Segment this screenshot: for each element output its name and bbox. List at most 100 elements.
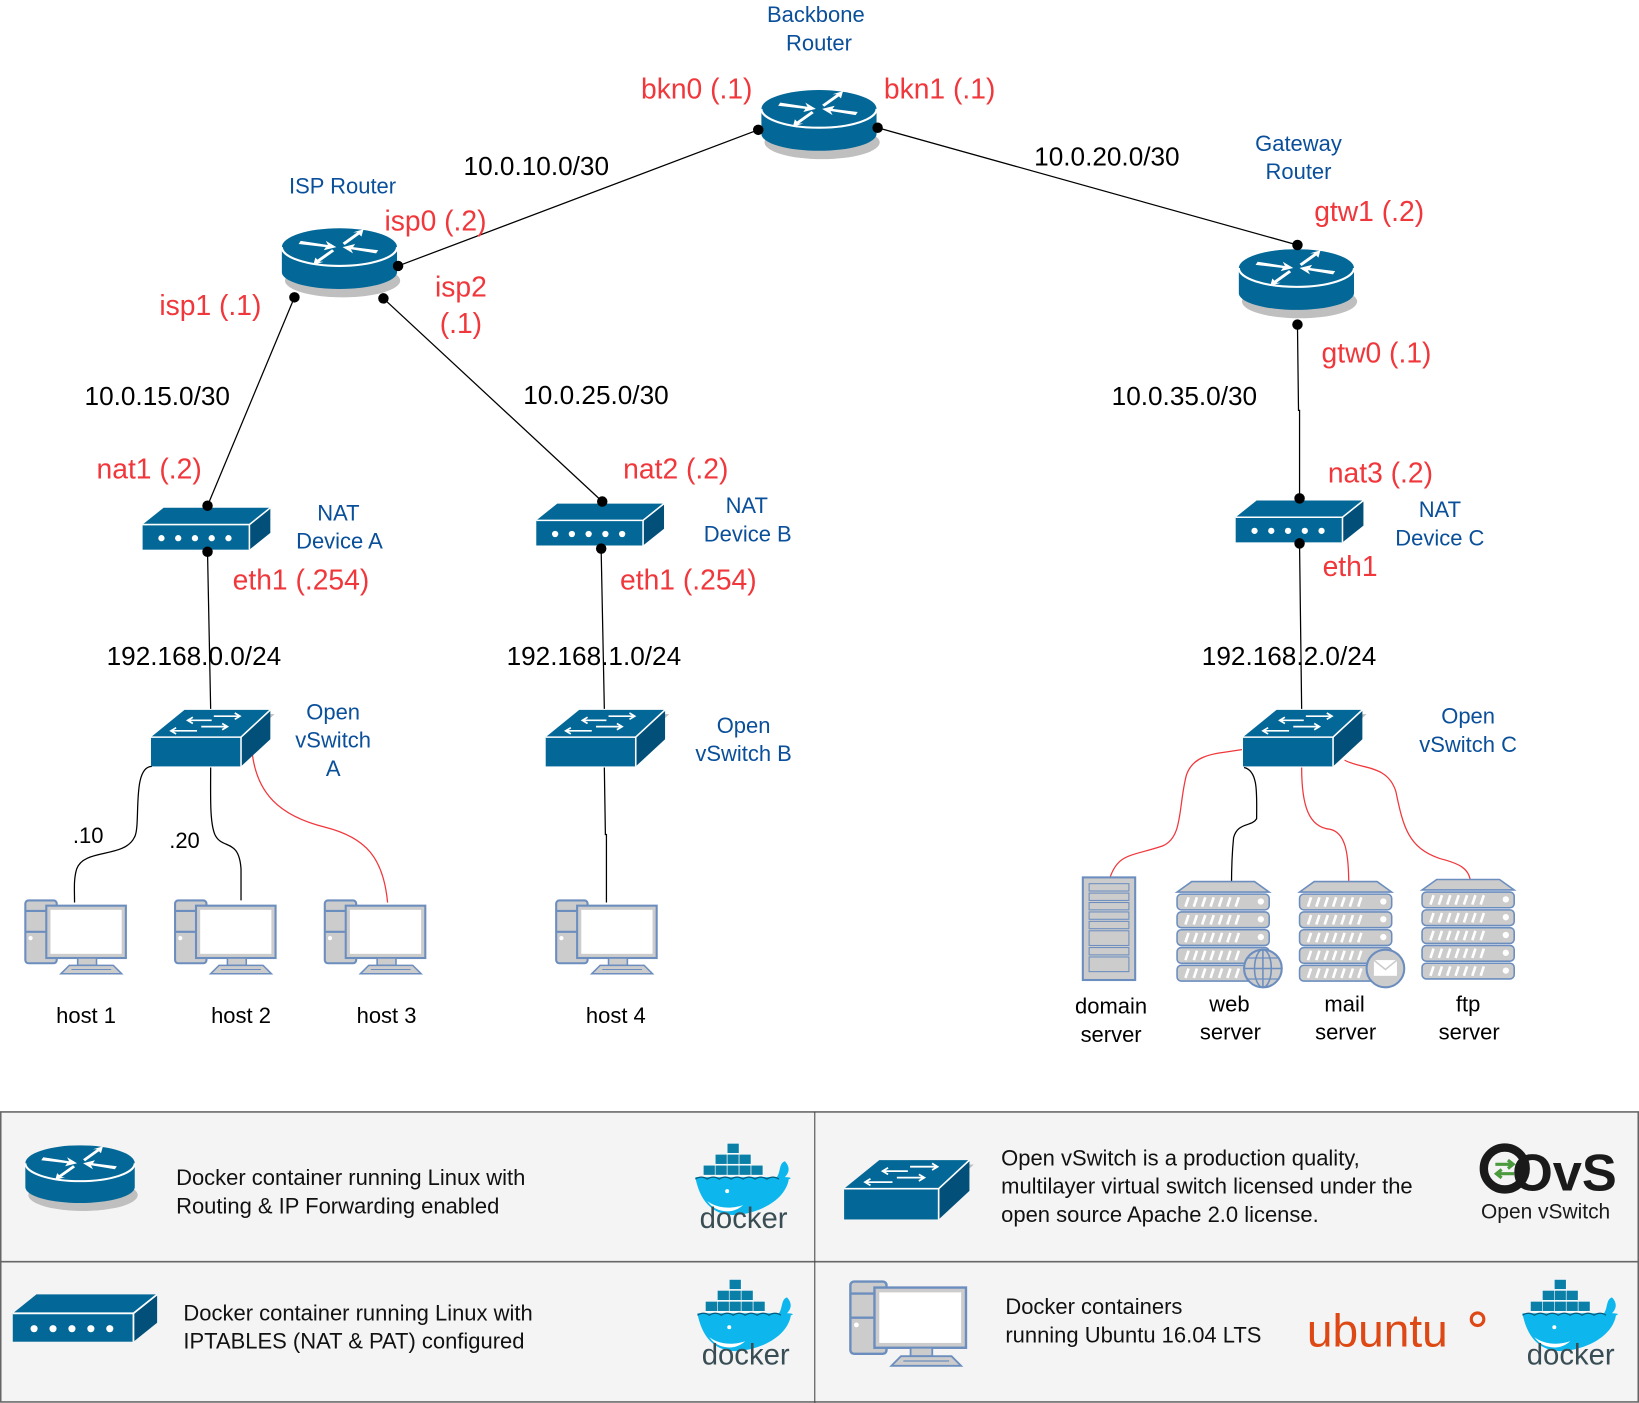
router-icon (760, 88, 881, 161)
iface-gtw0: gtw0 (.1) (1322, 336, 1432, 368)
net-192-168-2-0: 192.168.2.0/24 (1202, 641, 1377, 671)
mail-server-label-2: server (1315, 1020, 1376, 1045)
net-10-0-20-0: 10.0.20.0/30 (1034, 141, 1179, 171)
open-vswitch-a[interactable] (150, 709, 276, 768)
host-4-label: host 4 (586, 1003, 646, 1028)
docker-logo: docker (1521, 1278, 1619, 1371)
iface-nat-b-eth1: eth1 (.254) (620, 563, 757, 595)
isp-router-label: ISP Router (289, 174, 396, 199)
mail-server[interactable] (1298, 880, 1406, 989)
gateway-router[interactable] (1237, 248, 1359, 320)
open-vswitch-b[interactable] (544, 709, 671, 768)
router-icon (24, 1144, 139, 1212)
ovs-logo: OvS Open vSwitch (1479, 1143, 1617, 1224)
nat-device-icon (11, 1293, 159, 1343)
backbone-router-label-1: Backbone (767, 2, 865, 27)
host-2-label: host 2 (211, 1003, 271, 1028)
host-3[interactable] (323, 899, 427, 975)
net-192-168-0-0: 192.168.0.0/24 (107, 641, 282, 671)
ftp-server[interactable] (1420, 878, 1516, 981)
host-3-label: host 3 (357, 1003, 417, 1028)
open-vswitch-c[interactable] (1242, 709, 1368, 768)
legend-router: Docker container running Linux with Rout… (24, 1142, 792, 1235)
gateway-router-label-1: Gateway (1255, 131, 1342, 156)
backbone-router-label-2: Router (786, 30, 852, 55)
gateway-router-label-2: Router (1266, 159, 1332, 184)
tower-server-icon (1081, 876, 1137, 982)
domain-server[interactable] (1081, 876, 1137, 982)
nat-a-label-1: NAT (317, 500, 359, 525)
host-2[interactable] (174, 899, 277, 975)
switch-icon (150, 709, 276, 768)
legend-nat-text-2: IPTABLES (NAT & PAT) configured (183, 1329, 524, 1354)
isp-router[interactable] (280, 227, 402, 299)
legend-router-text-2: Routing & IP Forwarding enabled (176, 1193, 499, 1218)
router-icon (280, 227, 402, 299)
docker-logo: docker (694, 1142, 792, 1235)
link-ovs-a-host2 (209, 767, 242, 901)
svg-text:docker: docker (700, 1202, 788, 1235)
link-ovs-b-host4 (603, 767, 608, 903)
links (73, 127, 1471, 903)
pc-icon (555, 899, 658, 975)
ovs-b-label-2: vSwitch B (695, 741, 791, 766)
nat-b-label-2: Device B (704, 521, 792, 546)
svg-text:OvS: OvS (1512, 1144, 1617, 1202)
svg-text:docker: docker (702, 1338, 790, 1371)
host-1[interactable] (24, 899, 127, 975)
ovs-a-label-2: vSwitch (295, 728, 371, 753)
ftp-server-label-2: server (1439, 1020, 1500, 1045)
iface-nat1: nat1 (.2) (97, 452, 202, 484)
ovs-b-label-1: Open (717, 713, 771, 738)
legend-host: Docker containers running Ubuntu 16.04 L… (849, 1278, 1619, 1371)
nat-device-b[interactable] (535, 502, 665, 547)
pc-icon (323, 899, 427, 975)
iface-isp2-1: isp2 (435, 270, 487, 302)
host1-address: .10 (73, 823, 104, 848)
host-1-label: host 1 (56, 1003, 116, 1028)
svg-text:ubuntu: ubuntu (1307, 1304, 1448, 1356)
legend-ovs: Open vSwitch is a production quality, mu… (843, 1143, 1617, 1227)
domain-server-label-1: domain (1075, 994, 1147, 1019)
web-server[interactable] (1175, 880, 1283, 989)
link-ovs-c-mail (1301, 767, 1350, 886)
nat-device-icon (535, 502, 665, 547)
legend-nat-text-1: Docker container running Linux with (183, 1300, 532, 1325)
nat-device-icon (141, 507, 272, 551)
link-ovs-c-ftp (1344, 759, 1471, 880)
link-ovs-c-domain (1109, 749, 1243, 878)
switch-icon (1242, 709, 1368, 768)
link-isp-nat-a (206, 297, 296, 506)
link-gateway-nat-c (1296, 324, 1301, 499)
net-192-168-1-0: 192.168.1.0/24 (507, 641, 682, 671)
nat-device-c[interactable] (1234, 499, 1365, 544)
envelope-icon (1365, 948, 1406, 989)
domain-server-label-2: server (1081, 1022, 1142, 1047)
nat-a-label-2: Device A (296, 529, 383, 554)
docker-logo: docker (696, 1278, 794, 1371)
svg-text:docker: docker (1527, 1338, 1615, 1371)
link-backbone-isp (397, 129, 759, 267)
legend-ovs-text-1: Open vSwitch is a production quality, (1001, 1145, 1360, 1170)
svg-text:Open vSwitch: Open vSwitch (1481, 1201, 1610, 1224)
host2-address: .20 (169, 828, 200, 853)
legend: Docker container running Linux with Rout… (0, 1111, 1639, 1403)
iface-isp1: isp1 (.1) (159, 289, 261, 321)
mail-server-label-1: mail (1324, 991, 1364, 1016)
ftp-server-label-1: ftp (1456, 991, 1480, 1016)
legend-host-text-2: running Ubuntu 16.04 LTS (1005, 1322, 1261, 1347)
backbone-router[interactable] (760, 88, 881, 161)
nat-c-label-1: NAT (1419, 497, 1461, 522)
legend-router-text-1: Docker container running Linux with (176, 1165, 525, 1190)
nat-device-icon (1234, 499, 1365, 544)
nat-b-label-1: NAT (726, 493, 768, 518)
globe-icon (1243, 948, 1283, 989)
legend-ovs-text-2: multilayer virtual switch licensed under… (1001, 1174, 1413, 1199)
iface-nat2: nat2 (.2) (623, 452, 728, 484)
router-icon (1237, 248, 1359, 320)
iface-isp2-2: (.1) (440, 307, 482, 339)
link-nat-b-ovs-b (600, 551, 605, 709)
nat-device-a[interactable] (141, 507, 272, 551)
net-10-0-35-0: 10.0.35.0/30 (1112, 381, 1257, 411)
host-4[interactable] (555, 899, 658, 975)
